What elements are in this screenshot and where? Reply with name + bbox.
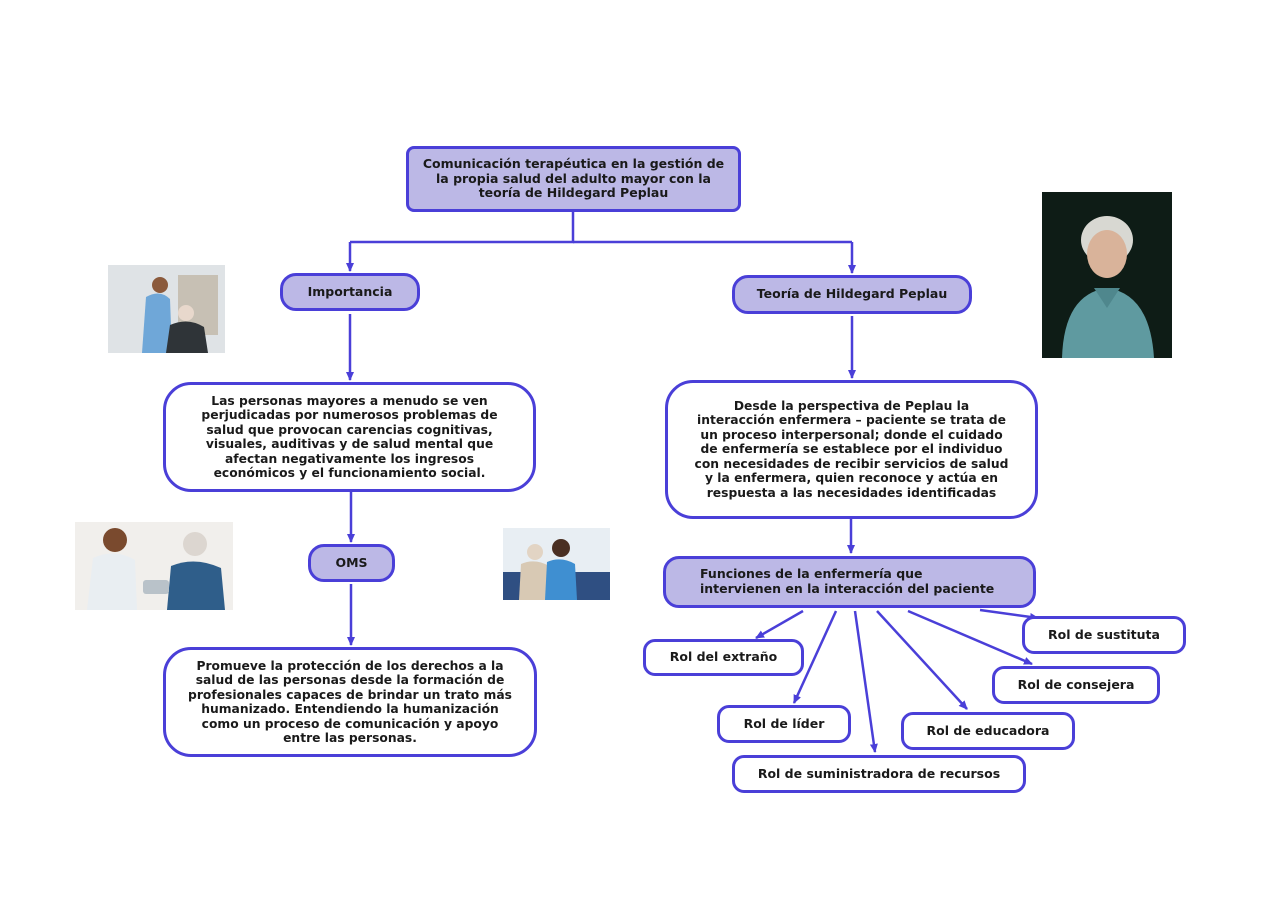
nurse-elderly-photo-2 [75, 522, 233, 610]
arrow-lider [792, 610, 838, 704]
arrow-consejera [907, 609, 1033, 666]
oms-description: Promueve la protección de los derechos a… [188, 658, 512, 746]
importancia-label: Importancia [307, 283, 393, 299]
teoria-box: Teoría de Hildegard Peplau [732, 275, 972, 314]
oms-label: OMS [335, 554, 368, 570]
nurse-elderly-photo-1 [108, 265, 225, 353]
peplau-description: Desde la perspectiva de Peplau la intera… [694, 398, 1009, 500]
importancia-description: Las personas mayores a menudo se ven per… [201, 393, 498, 481]
teoria-label: Teoría de Hildegard Peplau [756, 286, 948, 302]
role-extrano-box: Rol del extraño [643, 639, 804, 676]
importancia-box: Importancia [280, 273, 420, 311]
role-educadora: Rol de educadora [926, 722, 1050, 738]
hildegard-peplau-portrait [1042, 192, 1172, 358]
role-sustituta-box: Rol de sustituta [1022, 616, 1186, 654]
role-extrano: Rol del extraño [669, 649, 778, 665]
role-consejera: Rol de consejera [1017, 676, 1135, 692]
arrow-extrano [755, 609, 804, 640]
role-sustituta: Rol de sustituta [1048, 626, 1160, 642]
trunk-line [350, 211, 575, 244]
importancia-description-box: Las personas mayores a menudo se ven per… [163, 382, 536, 492]
role-suministradora: Rol de suministradora de recursos [757, 765, 1001, 781]
role-consejera-box: Rol de consejera [992, 666, 1160, 704]
oms-box: OMS [308, 544, 395, 582]
role-suministradora-box: Rol de suministradora de recursos [732, 755, 1026, 793]
functions-box: Funciones de la enfermería que intervien… [663, 556, 1036, 608]
role-educadora-box: Rol de educadora [901, 712, 1075, 750]
role-lider-box: Rol de líder [717, 705, 851, 743]
peplau-description-box: Desde la perspectiva de Peplau la intera… [665, 380, 1038, 519]
functions-label: Funciones de la enfermería que intervien… [700, 566, 995, 596]
nurse-elderly-photo-3 [503, 528, 610, 600]
main-title: Comunicación terapéutica en la gestión d… [422, 155, 725, 201]
oms-description-box: Promueve la protección de los derechos a… [163, 647, 537, 757]
main-title-box: Comunicación terapéutica en la gestión d… [406, 146, 741, 212]
arrow-suministradora [853, 610, 878, 753]
arrow-educadora [876, 610, 968, 710]
role-lider: Rol de líder [743, 715, 825, 731]
